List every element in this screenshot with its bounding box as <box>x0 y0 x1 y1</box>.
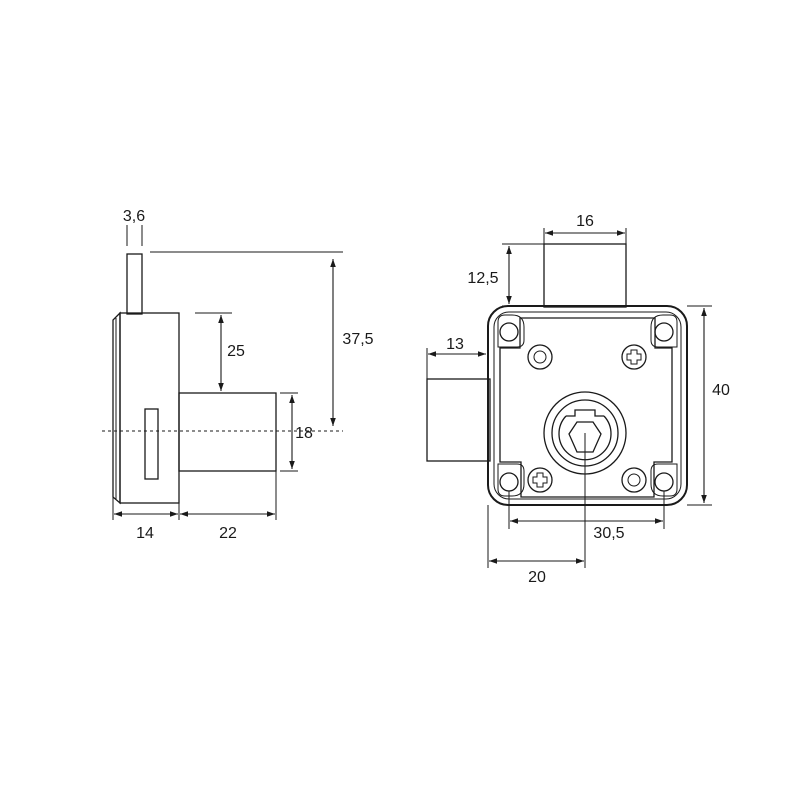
side-bolt <box>126 253 143 315</box>
dim-14: 14 <box>136 525 154 542</box>
front-view: 16 12,5 13 40 30,5 20 <box>426 213 730 586</box>
dim-13: 13 <box>446 336 464 353</box>
dim-25: 25 <box>227 343 245 360</box>
dim-18: 18 <box>295 425 313 442</box>
side-view: 3,6 37,5 25 18 14 22 <box>102 208 374 542</box>
mount-hole-bottom-right <box>654 472 674 492</box>
dim-12-5: 12,5 <box>467 270 498 287</box>
side-slot <box>144 408 159 480</box>
dim-37-5: 37,5 <box>342 331 373 348</box>
front-left-bolt <box>426 378 491 462</box>
dim-3-6: 3,6 <box>123 208 145 225</box>
front-plate-inner <box>493 311 682 500</box>
dim-30-5: 30,5 <box>593 525 624 542</box>
front-top-bolt <box>543 243 627 308</box>
mount-hole-top-right <box>654 322 674 342</box>
rivet-bottom-right <box>621 467 647 493</box>
lock-cylinder <box>543 391 627 475</box>
front-body <box>499 317 673 498</box>
screw-bottom-left <box>527 467 553 493</box>
dim-22: 22 <box>219 525 237 542</box>
side-lock-body <box>119 312 180 504</box>
dim-16: 16 <box>576 213 594 230</box>
front-plate-outer <box>487 305 688 506</box>
mount-hole-bottom-left <box>499 472 519 492</box>
screw-top-right <box>621 344 647 370</box>
dim-20: 20 <box>528 569 546 586</box>
mount-hole-top-left <box>499 322 519 342</box>
side-cylinder <box>178 392 277 472</box>
keyway <box>568 421 602 453</box>
rivet-top-left <box>527 344 553 370</box>
dim-40: 40 <box>712 382 730 399</box>
